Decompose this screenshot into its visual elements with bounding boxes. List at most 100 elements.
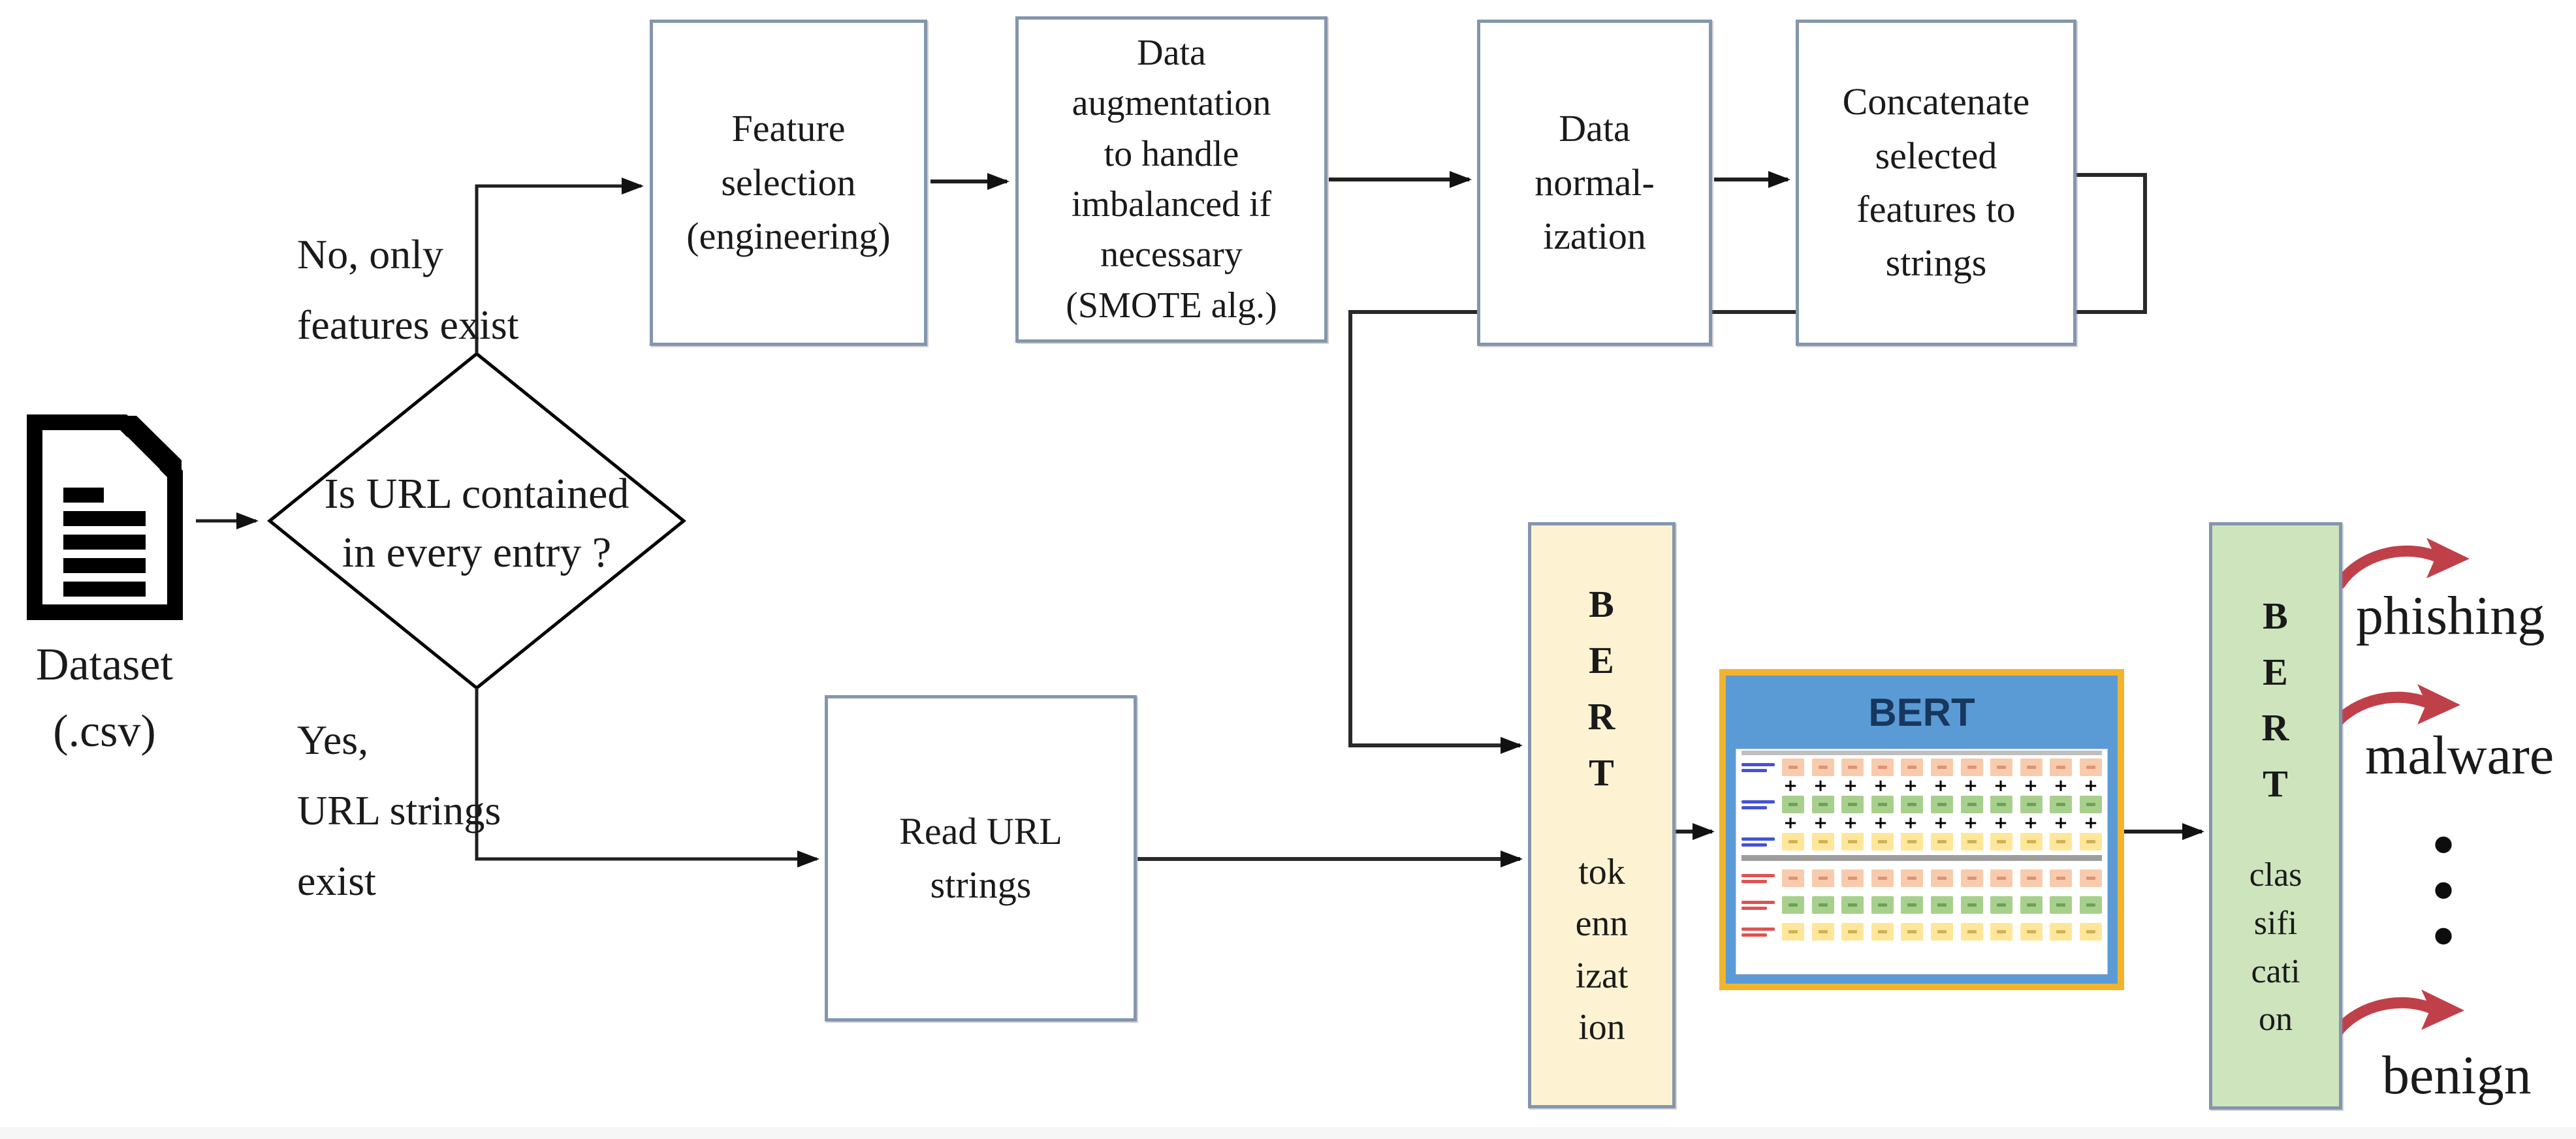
box-line: selection	[721, 161, 856, 204]
bert-figure-panel: + ++++++++++ + ++++++++++	[1736, 749, 2108, 975]
divider-bar	[1741, 855, 2102, 861]
csv-document-icon	[27, 414, 183, 620]
embedding-cell	[1871, 896, 1894, 914]
plus-sign: +	[1873, 813, 1888, 833]
embedding-cell	[1901, 833, 1924, 850]
word-line: ion	[1578, 1007, 1625, 1048]
box-data-augmentation: Data augmentation to handle imbalanced i…	[1015, 16, 1328, 343]
embedding-cells	[1782, 758, 2102, 776]
embedding-cell	[1841, 833, 1864, 850]
embedding-cell	[1930, 758, 1953, 776]
embedding-cell	[2079, 869, 2102, 887]
plus-row: + ++++++++++	[1779, 777, 2102, 794]
embedding-cell	[1901, 923, 1924, 941]
embedding-row-token	[1741, 758, 2102, 776]
box-line: normal-	[1534, 161, 1655, 204]
embedding-cell	[1841, 869, 1864, 887]
box-line: Data	[1137, 33, 1206, 74]
embedding-cell	[1960, 869, 1983, 887]
embedding-cell	[1811, 833, 1834, 850]
embedding-cell	[1901, 896, 1924, 914]
box-line: strings	[930, 864, 1032, 906]
ellipsis-dot: •	[2428, 864, 2459, 919]
plus-sign: +	[1933, 813, 1948, 833]
word-line: on	[2259, 1001, 2293, 1038]
embedding-cells	[1782, 923, 2102, 941]
box-line: (SMOTE alg.)	[1066, 285, 1277, 326]
embedding-cell	[2050, 896, 2073, 914]
plus-sign: +	[1933, 776, 1948, 796]
embedding-cell	[1871, 796, 1894, 813]
plus-sign: +	[1783, 813, 1798, 833]
embedding-cell	[1990, 796, 2013, 813]
embedding-cell	[2050, 923, 2073, 941]
embedding-cell	[1811, 923, 1834, 941]
plus-sign: +	[2084, 776, 2098, 796]
bottom-strip	[0, 1127, 2576, 1139]
box-line: Concatenate	[1842, 80, 2030, 123]
embedding-cell	[2050, 833, 2073, 850]
plus-sign: +	[2084, 813, 2098, 833]
embedding-cells	[1782, 796, 2102, 813]
embedding-cell	[2050, 758, 2073, 776]
letter: T	[1589, 751, 1615, 794]
yes-line2: URL strings	[297, 787, 501, 834]
letter: B	[1589, 583, 1615, 626]
embedding-row-position	[1741, 833, 2102, 850]
embedding-cell	[2050, 869, 2073, 887]
dataset-label-line2: (.csv)	[53, 706, 156, 757]
embedding-cell	[1930, 796, 1953, 813]
yes-line1: Yes,	[297, 717, 369, 763]
decision-line2: in every entry ?	[342, 529, 612, 576]
embedding-cell	[1960, 923, 1983, 941]
embedding-cell	[2020, 796, 2043, 813]
series-row-token	[1741, 869, 2102, 887]
box-line: features to	[1856, 188, 2016, 230]
embedding-cell	[2020, 923, 2043, 941]
embedding-cell	[1871, 869, 1894, 887]
embedding-cell	[2079, 833, 2102, 850]
embedding-cells	[1782, 833, 2102, 850]
dataset-label: Dataset (.csv)	[0, 632, 209, 765]
row-label-red	[1741, 898, 1782, 913]
box-line: Read URL	[899, 809, 1062, 852]
output-arrow-malware	[2325, 684, 2460, 736]
box-line: to handle	[1104, 133, 1239, 174]
embedding-cell	[1960, 796, 1983, 813]
tokenization-word: tok enn izat ion	[1576, 847, 1629, 1054]
plus-sign: +	[1813, 776, 1828, 796]
letter: T	[2263, 762, 2289, 805]
box-line: augmentation	[1072, 83, 1271, 124]
letter: B	[2263, 594, 2289, 637]
box-data-normalization: Data normal- ization	[1477, 20, 1712, 346]
plus-sign: +	[1964, 813, 1978, 833]
embedding-cell	[1960, 758, 1983, 776]
no-line1: No, only	[297, 231, 443, 277]
row-label-blue	[1741, 835, 1782, 849]
bert-tokenization-box: B E R T tok enn izat ion	[1528, 522, 1676, 1108]
series-row-segment	[1741, 896, 2102, 914]
divider-bar	[1741, 751, 2102, 755]
word-line: enn	[1575, 903, 1629, 944]
embedding-cell	[1811, 796, 1834, 813]
embedding-cell	[1782, 758, 1804, 776]
series-row-position	[1741, 923, 2102, 941]
output-label-benign: benign	[2382, 1045, 2532, 1106]
box-line: Feature	[731, 107, 846, 150]
word-line: izat	[1575, 955, 1629, 996]
letter: E	[1589, 639, 1615, 682]
embedding-cell	[1841, 896, 1864, 914]
word-line: cati	[2251, 952, 2300, 990]
embedding-cell	[2079, 796, 2102, 813]
bert-figure-title: BERT	[1868, 690, 1975, 734]
embedding-cell	[1930, 896, 1953, 914]
decision-line1: Is URL contained	[324, 470, 629, 518]
embedding-cell	[2079, 896, 2102, 914]
word-line: sifi	[2253, 904, 2298, 942]
embedding-cell	[1990, 896, 2013, 914]
branch-label-no: No, only features exist	[297, 219, 518, 360]
embedding-cell	[2020, 869, 2043, 887]
embedding-cell	[1930, 869, 1953, 887]
